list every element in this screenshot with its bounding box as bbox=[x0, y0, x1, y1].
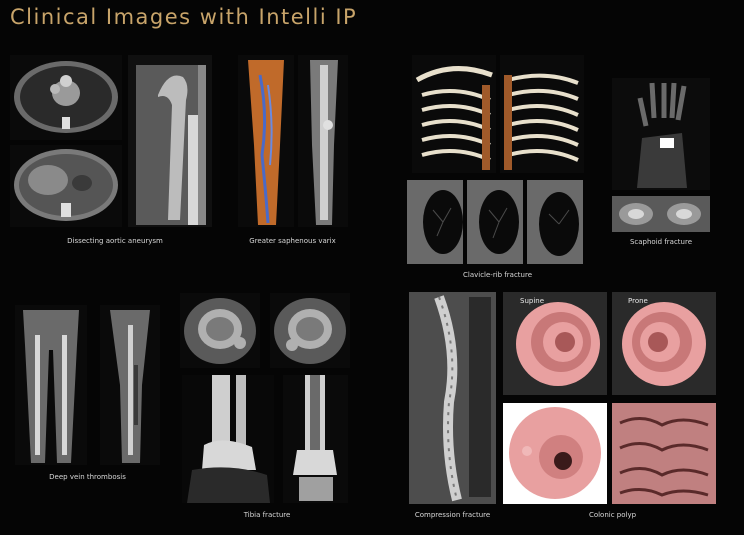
lung-ct-graphic-1 bbox=[407, 180, 463, 264]
ct-abdomen-axial-image bbox=[10, 145, 122, 227]
ct-chest-axial-graphic bbox=[10, 55, 122, 140]
supine-label: Supine bbox=[520, 297, 545, 305]
colon-flythrough-graphic bbox=[612, 403, 716, 504]
scaphoid-caption: Scaphoid fracture bbox=[629, 238, 693, 246]
tibia-axial-left-graphic bbox=[180, 293, 260, 368]
ct-abdomen-axial-graphic bbox=[10, 145, 122, 227]
scaphoid-ct-image bbox=[612, 196, 710, 232]
ribcage-3d-left-graphic bbox=[412, 55, 496, 173]
dvt-ct-sagittal-image bbox=[100, 305, 160, 465]
lung-ct-image-3 bbox=[527, 180, 583, 264]
varix-3d-render-image bbox=[238, 55, 294, 227]
tibia-axial-left-image bbox=[180, 293, 260, 368]
ribcage-3d-right-graphic bbox=[500, 55, 584, 173]
spine-ct-sagittal-graphic bbox=[409, 292, 496, 504]
varix-3d-render-graphic bbox=[238, 55, 294, 227]
wrist-xray-graphic bbox=[612, 78, 710, 190]
aortic-aneurysm-caption: Dissecting aortic aneurysm bbox=[67, 237, 163, 245]
ribcage-3d-left-image bbox=[412, 55, 496, 173]
colon-endoluminal-graphic bbox=[503, 403, 607, 504]
ct-aorta-sagittal-graphic bbox=[128, 55, 212, 227]
dvt-ct-coronal-image bbox=[15, 305, 87, 465]
prone-label: Prone bbox=[628, 297, 648, 305]
ct-aorta-sagittal-image bbox=[128, 55, 212, 227]
wrist-xray-image bbox=[612, 78, 710, 190]
varix-ct-sagittal-graphic bbox=[298, 55, 348, 227]
dvt-ct-coronal-graphic bbox=[15, 305, 87, 465]
lung-ct-graphic-2 bbox=[467, 180, 523, 264]
dvt-caption: Deep vein thrombosis bbox=[49, 473, 126, 481]
tibia-ct-coronal-graphic bbox=[283, 375, 348, 503]
clavicle-rib-caption: Clavicle-rib fracture bbox=[462, 271, 533, 279]
scaphoid-ct-graphic bbox=[612, 196, 710, 232]
compression-caption: Compression fracture bbox=[414, 511, 491, 519]
lung-ct-graphic-3 bbox=[527, 180, 583, 264]
dvt-ct-sagittal-graphic bbox=[100, 305, 160, 465]
saphenous-varix-caption: Greater saphenous varix bbox=[249, 237, 336, 245]
colon-endoluminal-image bbox=[503, 403, 607, 504]
varix-ct-sagittal-image bbox=[298, 55, 348, 227]
tibia-3d-render-graphic bbox=[182, 375, 274, 503]
page-title: Clinical Images with Intelli IP bbox=[10, 5, 358, 29]
spine-ct-sagittal-image bbox=[409, 292, 496, 504]
tibia-3d-render-image bbox=[182, 375, 274, 503]
tibia-ct-coronal-image bbox=[283, 375, 348, 503]
tibia-axial-right-graphic bbox=[270, 293, 350, 368]
colonic-polyp-caption: Colonic polyp bbox=[588, 511, 637, 519]
colon-prone-graphic bbox=[612, 292, 716, 395]
ct-chest-axial-image bbox=[10, 55, 122, 140]
colon-prone-image bbox=[612, 292, 716, 395]
lung-ct-image-1 bbox=[407, 180, 463, 264]
tibia-caption: Tibia fracture bbox=[243, 511, 291, 519]
lung-ct-image-2 bbox=[467, 180, 523, 264]
colon-supine-image bbox=[503, 292, 607, 395]
colon-flythrough-image bbox=[612, 403, 716, 504]
tibia-axial-right-image bbox=[270, 293, 350, 368]
ribcage-3d-right-image bbox=[500, 55, 584, 173]
colon-supine-graphic bbox=[503, 292, 607, 395]
